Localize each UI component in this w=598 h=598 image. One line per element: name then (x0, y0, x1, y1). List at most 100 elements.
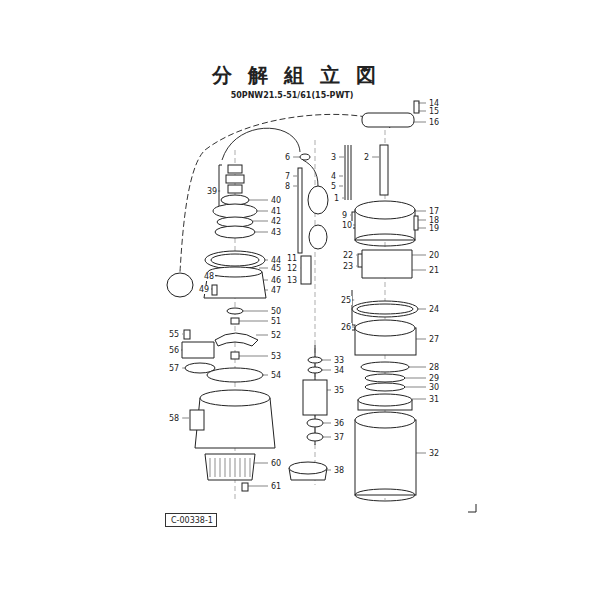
callout-number: 9 (341, 211, 348, 220)
callout-number: 34 (333, 366, 345, 375)
callout-number: 17 (428, 207, 440, 216)
leader-line (239, 321, 268, 322)
leader-line (412, 399, 426, 400)
callout-number: 45 (270, 264, 282, 273)
callout-number: 47 (270, 286, 282, 295)
leader-line (322, 360, 331, 361)
callout-number: 26 (340, 323, 352, 332)
leader-line (211, 289, 212, 290)
callout-number: 58 (168, 414, 180, 423)
leader-line (339, 176, 343, 177)
callout-number: 33 (333, 356, 345, 365)
callout-number: 30 (428, 383, 440, 392)
leader-line (259, 268, 268, 269)
leader-line (293, 157, 300, 158)
callout-number: 28 (428, 363, 440, 372)
leader-line (418, 111, 426, 112)
callout-number: 60 (270, 459, 282, 468)
callout-number: 7 (284, 172, 291, 181)
leader-line (350, 215, 352, 216)
drawing-number: C-00338-1 (171, 516, 211, 526)
leader-line (263, 375, 268, 376)
callout-number: 13 (286, 276, 298, 285)
callout-number: 15 (428, 107, 440, 116)
callout-number: 36 (333, 419, 345, 428)
callout-number: 61 (270, 482, 282, 491)
leader-line (300, 268, 301, 269)
callout-number: 42 (270, 217, 282, 226)
leader-line (254, 463, 268, 464)
leader-line (293, 186, 297, 187)
callout-number: 11 (286, 254, 298, 263)
leader-line (356, 266, 358, 267)
callout-number: 19 (428, 224, 440, 233)
callout-number: 27 (428, 335, 440, 344)
callout-number: 38 (333, 466, 345, 475)
callout-number: 43 (270, 228, 282, 237)
model-number: 50PNW21.5-51/61(15-PWT) (231, 91, 354, 100)
callout-number: 2 (363, 153, 370, 162)
leader-line (300, 280, 301, 281)
leader-line (342, 198, 344, 199)
callout-number: 22 (342, 251, 354, 260)
leader-line (263, 280, 268, 281)
leader-line (418, 309, 426, 310)
leader-line (293, 176, 297, 177)
leader-line (405, 378, 426, 379)
leader-line (418, 103, 426, 104)
callout-number: 1 (333, 194, 340, 203)
leader-line (182, 418, 189, 419)
callout-number: 48 (203, 272, 215, 281)
strainer-fins (210, 458, 250, 477)
callout-number: 5 (330, 182, 337, 191)
callout-number: 3 (330, 153, 337, 162)
drawing-number-box: C-00338-1 (165, 513, 217, 527)
leader-line (256, 335, 268, 336)
leader-line (414, 122, 426, 123)
callout-number: 39 (206, 187, 218, 196)
callout-number: 24 (428, 305, 440, 314)
callout-number: 46 (270, 276, 282, 285)
leader-line (356, 255, 358, 256)
callout-number: 53 (270, 352, 282, 361)
leader-line (181, 350, 182, 351)
leader-line (372, 157, 379, 158)
callout-number: 41 (270, 207, 282, 216)
leader-line (257, 211, 268, 212)
leader-line (418, 228, 426, 229)
leader-line (322, 370, 331, 371)
leader-line (249, 200, 268, 201)
leader-line (339, 157, 344, 158)
leader-line (300, 258, 301, 259)
callout-number: 55 (168, 330, 180, 339)
callout-number: 4 (330, 172, 337, 181)
leader-line (182, 334, 184, 335)
leader-line (416, 339, 426, 340)
callout-number: 25 (340, 296, 352, 305)
leader-line (182, 368, 185, 369)
leader-line (412, 255, 426, 256)
callout-number: 52 (270, 331, 282, 340)
leader-line (405, 387, 426, 388)
callout-number: 40 (270, 196, 282, 205)
callout-number: 50 (270, 307, 282, 316)
leader-line (416, 453, 426, 454)
float-cables (180, 114, 390, 272)
callout-number: 8 (284, 182, 291, 191)
callout-number: 51 (270, 317, 282, 326)
callout-number: 49 (198, 285, 210, 294)
leader-line (323, 437, 331, 438)
callout-number: 6 (284, 153, 291, 162)
callout-number: 35 (333, 386, 345, 395)
callout-number: 12 (286, 264, 298, 273)
leader-line (248, 486, 268, 487)
leader-line (323, 423, 331, 424)
leader-line (265, 260, 268, 261)
leader-line (339, 186, 343, 187)
callout-number: 32 (428, 449, 440, 458)
callout-number: 54 (270, 371, 282, 380)
leader-line (239, 356, 268, 357)
